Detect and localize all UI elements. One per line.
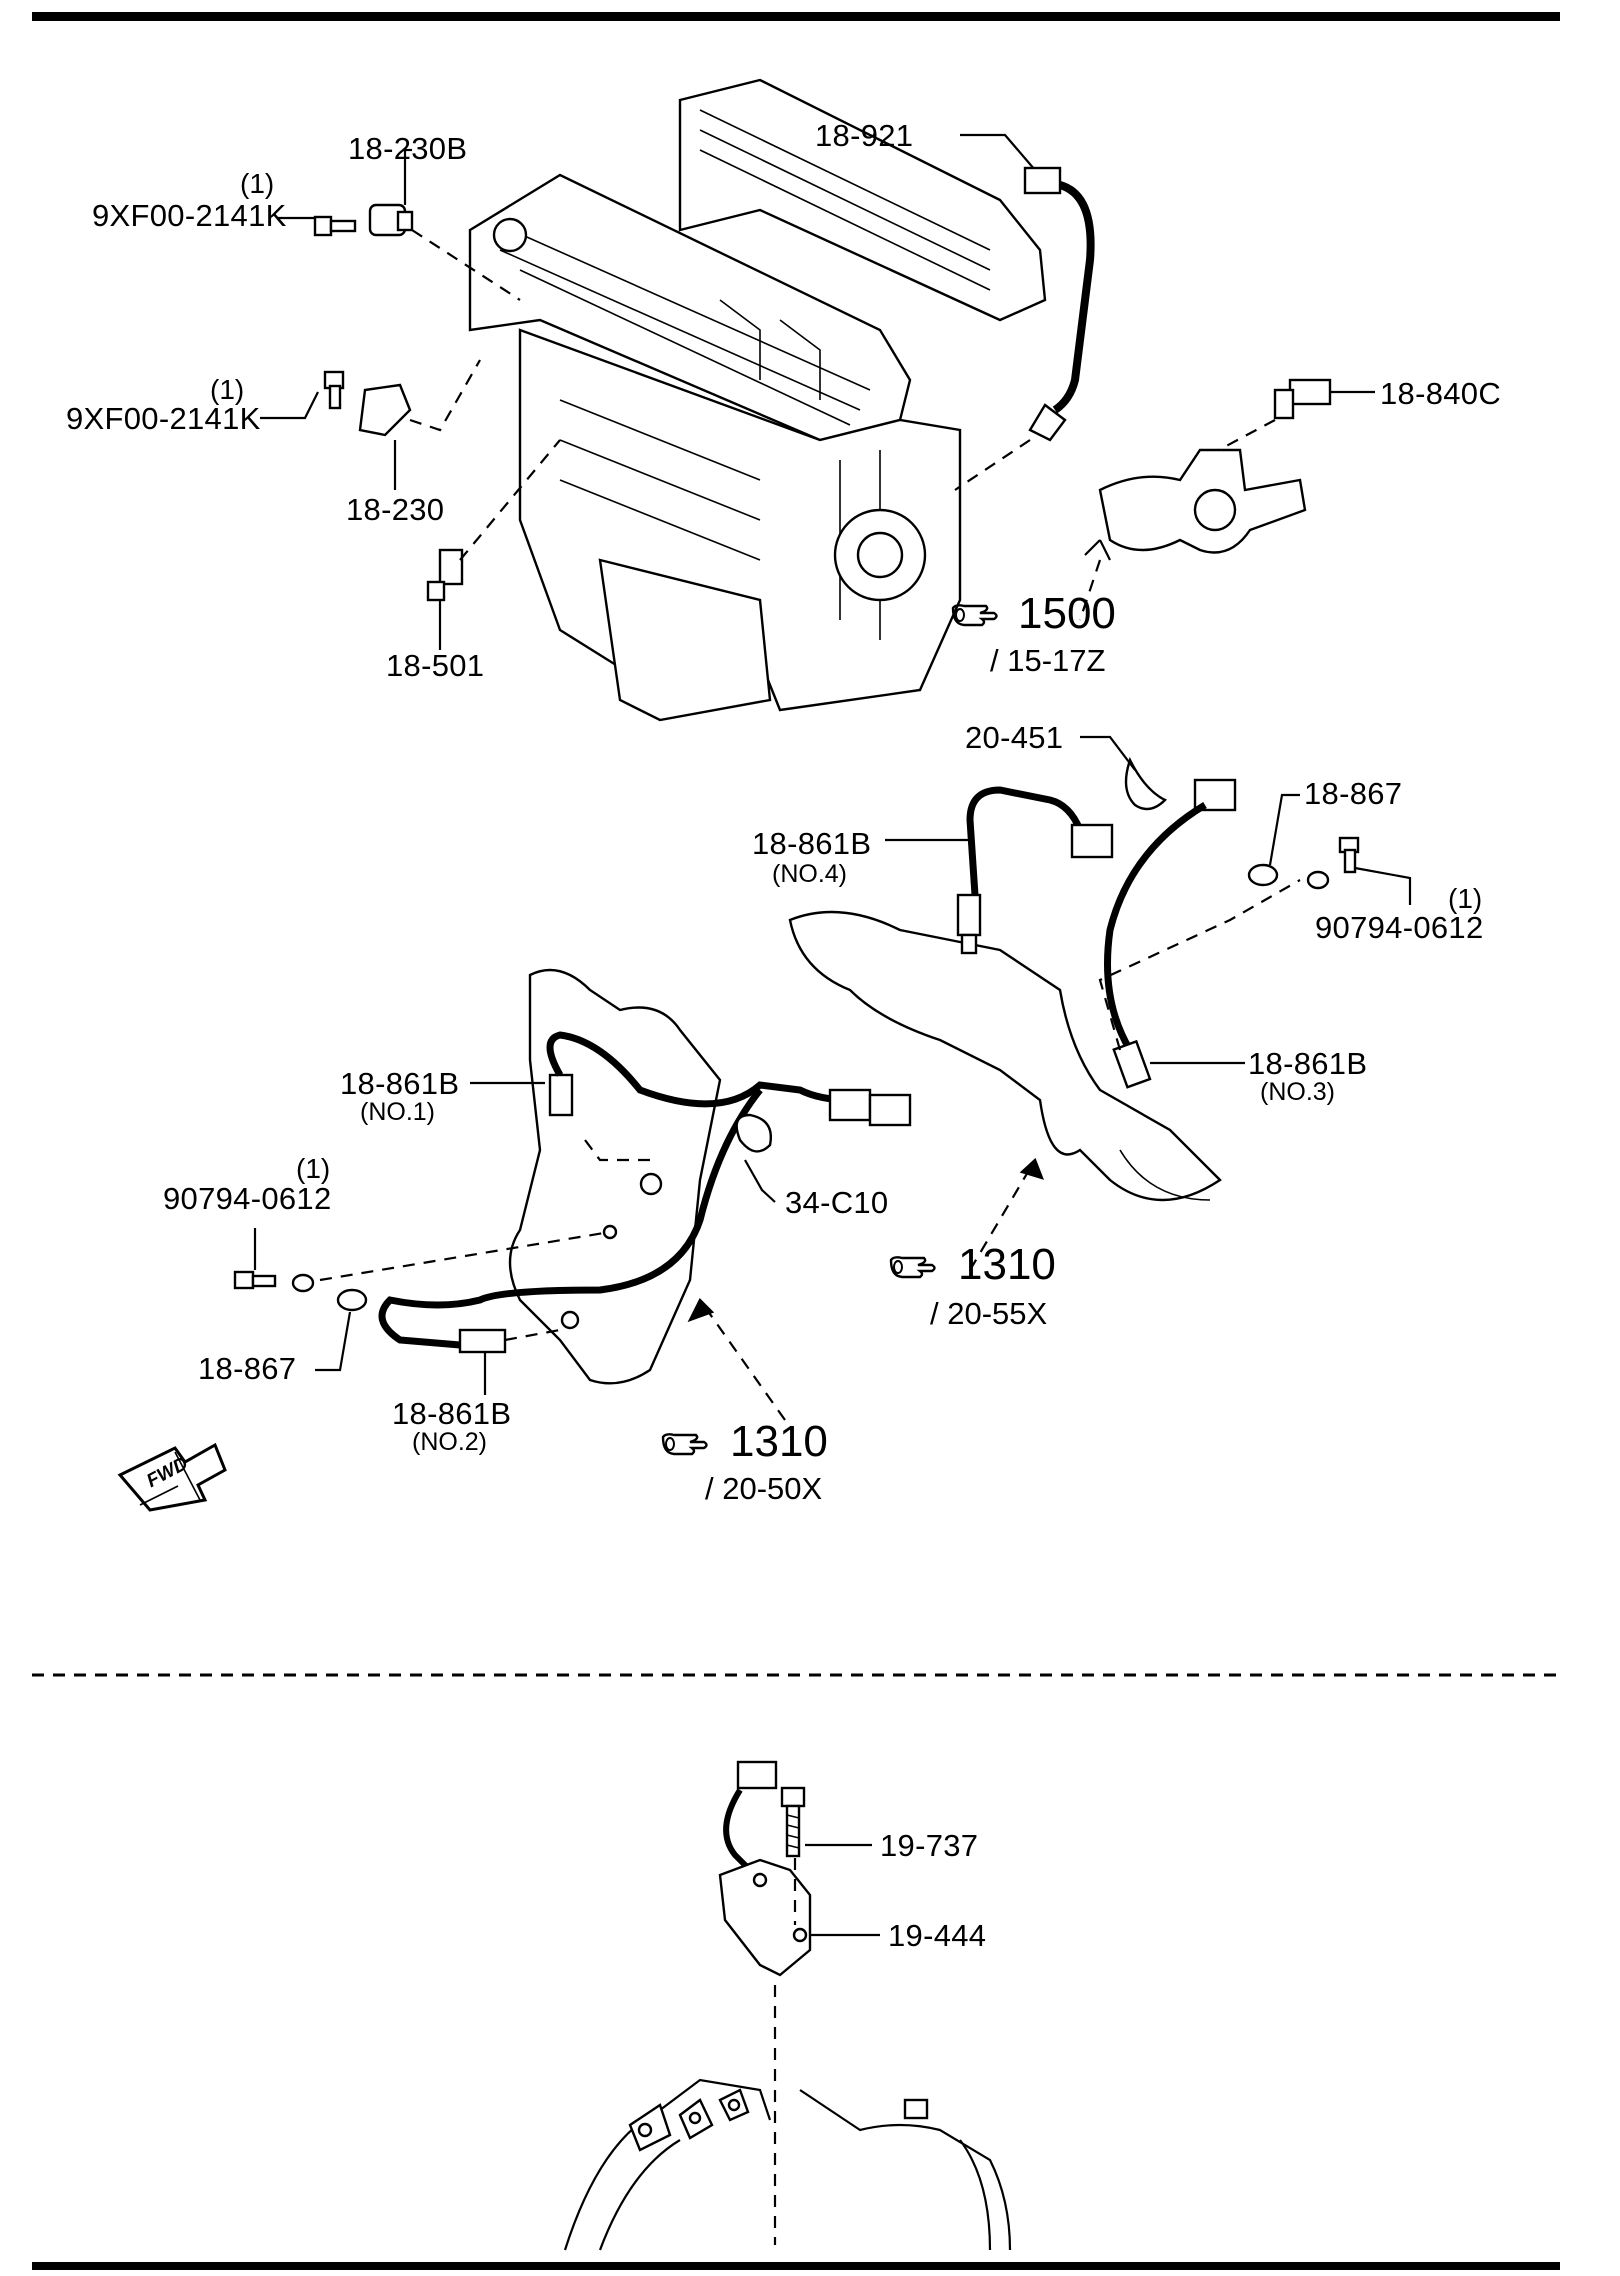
clip-20-451 — [1080, 735, 1168, 811]
bolt-19-737 — [780, 1786, 872, 1925]
label-no2: (NO.2) — [412, 1428, 487, 1456]
gasket-18-867-right — [1247, 793, 1330, 890]
ref-1310-left[interactable]: 1310 — [730, 1417, 828, 1466]
sensor-18-840C — [1199, 378, 1375, 461]
transaxle-case-drawing — [563, 2078, 1012, 2251]
label-9XF00-2141K-mid-qty: (1) — [210, 374, 245, 405]
bolt-90794-0612-right — [1338, 836, 1412, 905]
ref-1310-right-sub: / 20-55X — [930, 1296, 1048, 1331]
gasket-18-867-left — [291, 1230, 611, 1372]
top-border-rule — [32, 12, 1560, 21]
ref-1500-sub: / 15-17Z — [990, 643, 1106, 678]
fwd-arrow-icon — [117, 1442, 227, 1512]
label-18-861B-no4: 18-861B — [752, 826, 872, 861]
ref-1310-right[interactable]: 1310 — [958, 1240, 1056, 1289]
o2-sensor-no1 — [470, 1031, 912, 1162]
sensor-18-921 — [954, 133, 1095, 491]
label-no1: (NO.1) — [360, 1098, 435, 1126]
label-18-867-left: 18-867 — [198, 1351, 297, 1386]
reference-hand-icon-1310-left — [661, 1433, 708, 1456]
ref-1500[interactable]: 1500 — [1018, 589, 1116, 638]
engine-block-drawing — [468, 78, 1047, 722]
label-90794-0612-right: 90794-0612 — [1315, 910, 1484, 945]
sensor-18-501 — [426, 439, 561, 650]
arrowhead-1310-left — [687, 1297, 715, 1323]
bottom-border-rule — [32, 2262, 1560, 2270]
range-switch-19-444 — [718, 1760, 880, 1977]
label-19-737: 19-737 — [880, 1828, 979, 1863]
arrowhead-1310-right — [1019, 1157, 1045, 1180]
label-18-230: 18-230 — [346, 492, 445, 527]
label-19-444: 19-444 — [888, 1918, 987, 1953]
label-90794-0612-left: 90794-0612 — [163, 1181, 332, 1216]
label-20-451: 20-451 — [965, 720, 1064, 755]
o2-sensor-no4 — [885, 786, 1114, 955]
label-90794-0612-left-qty: (1) — [296, 1153, 331, 1184]
label-18-230B: 18-230B — [348, 131, 468, 166]
label-18-501: 18-501 — [386, 648, 485, 683]
label-18-861B-no2: 18-861B — [392, 1396, 512, 1431]
label-90794-0612-right-qty: (1) — [1448, 883, 1483, 914]
o2-sensor-no2 — [378, 1087, 763, 1395]
label-9XF00-2141K-top-qty: (1) — [240, 168, 275, 199]
label-18-840C: 18-840C — [1380, 376, 1502, 411]
label-18-921: 18-921 — [815, 118, 914, 153]
label-9XF00-2141K-mid: 9XF00-2141K — [66, 401, 261, 436]
label-no4: (NO.4) — [772, 860, 847, 888]
reference-hand-icon-1310-right — [889, 1256, 936, 1279]
clip-34-C10 — [735, 1113, 776, 1203]
label-18-867-right: 18-867 — [1304, 776, 1403, 811]
label-18-861B-no1: 18-861B — [340, 1066, 460, 1101]
ref-arrow-1310-right — [969, 1159, 1036, 1271]
reference-hand-icon-1500 — [951, 604, 998, 627]
water-outlet-housing — [1078, 448, 1307, 621]
ref-arrow-1310-left — [699, 1299, 786, 1421]
bolt-9XF00-2141K-mid — [260, 370, 345, 420]
label-18-861B-no3: 18-861B — [1248, 1046, 1368, 1081]
bolt-9XF00-2141K-top — [278, 215, 357, 237]
ref-1310-left-sub: / 20-50X — [705, 1471, 823, 1506]
bolt-90794-0612-left — [233, 1228, 277, 1290]
label-no3: (NO.3) — [1260, 1078, 1335, 1106]
cam-sensor-18-230B — [368, 148, 521, 301]
label-9XF00-2141K-top: 9XF00-2141K — [92, 198, 287, 233]
o2-sensor-no3 — [1098, 778, 1301, 1089]
crank-sensor-18-230 — [358, 359, 481, 490]
label-34-C10: 34-C10 — [785, 1185, 889, 1220]
